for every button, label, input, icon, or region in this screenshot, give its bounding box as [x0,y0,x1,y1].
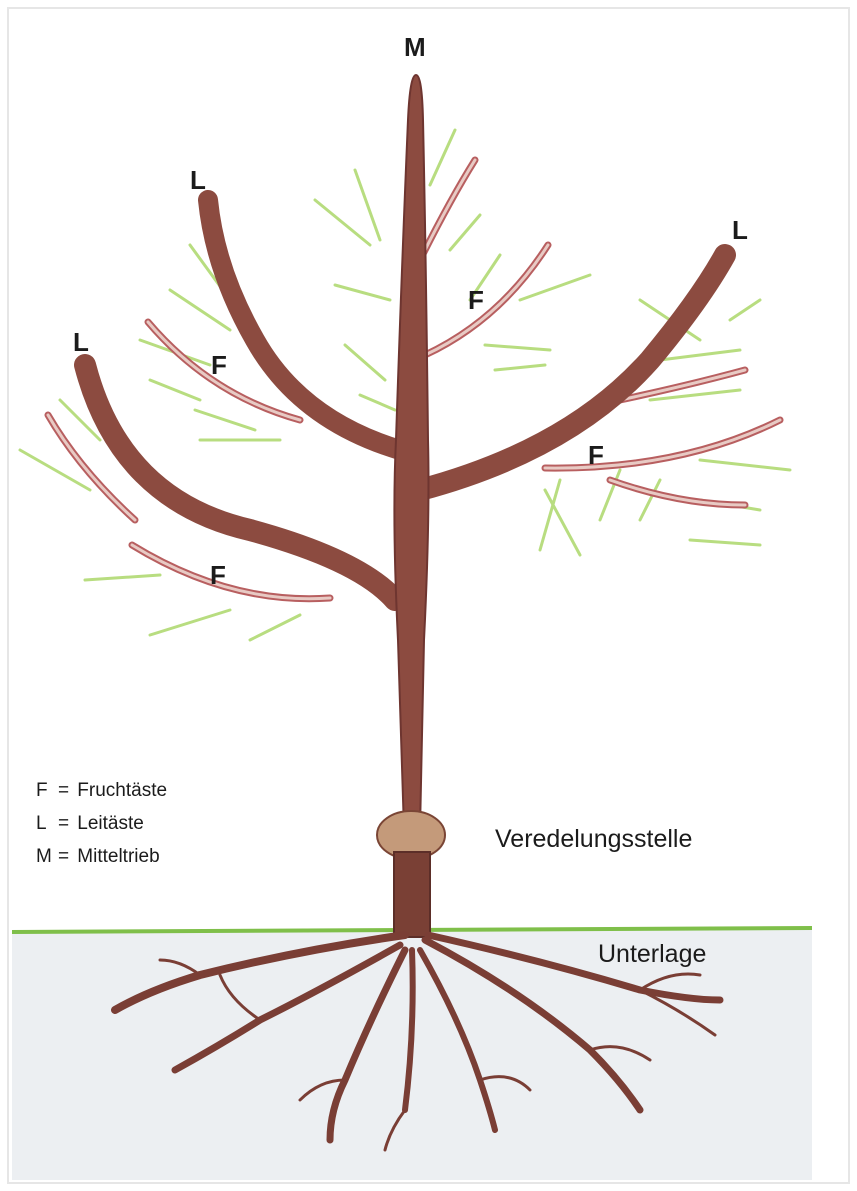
legend-key: F [36,780,58,802]
label-f-right: F [588,440,604,471]
legend-key: M [36,846,58,868]
label-f-lower-left: F [210,560,226,591]
label-rootstock: Unterlage [598,940,706,969]
label-graft-union: Veredelungsstelle [495,825,692,854]
legend-row-f: F= Fruchtäste [36,780,167,802]
legend-equals: = [58,846,72,868]
label-l-left-upper: L [190,165,206,196]
label-l-right: L [732,215,748,246]
legend-text: Mitteltrieb [77,846,159,867]
legend-row-m: M= Mitteltrieb [36,846,160,868]
label-l-left-lower: L [73,327,89,358]
label-f-upper-left: F [211,350,227,381]
legend-row-l: L= Leitäste [36,813,144,835]
legend-equals: = [58,780,72,802]
legend-text: Leitäste [77,813,144,834]
label-f-upper-right: F [468,285,484,316]
legend-key: L [36,813,58,835]
rootstock-stem [394,852,430,937]
legend-equals: = [58,813,72,835]
legend-text: Fruchtäste [77,780,167,801]
label-m-central-leader: M [404,32,426,63]
